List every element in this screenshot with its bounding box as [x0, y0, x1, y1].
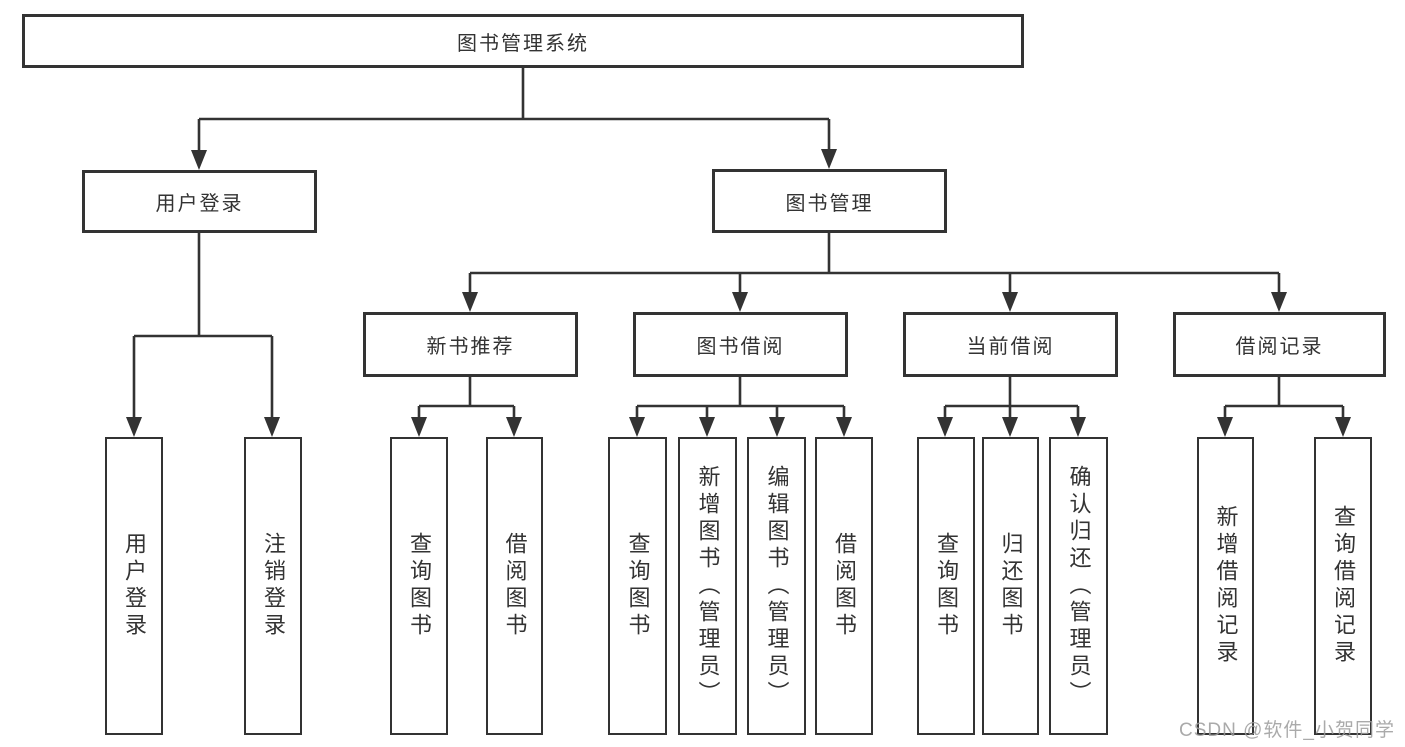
node-label: 图书管理系统 [457, 32, 589, 55]
leaf-borrow-books-recommend: 借阅图书 [486, 437, 543, 735]
node-current-borrowing: 当前借阅 [903, 312, 1118, 377]
leaf-query-borrow-record: 查询借阅记录 [1314, 437, 1372, 735]
leaf-label: 新增图书（管理员） [695, 464, 721, 708]
leaf-label: 新增借阅记录 [1213, 505, 1239, 667]
leaf-label: 查询图书 [407, 532, 432, 640]
leaf-logout: 注销登录 [244, 437, 302, 735]
leaf-user-login: 用户登录 [105, 437, 163, 735]
node-label: 借阅记录 [1235, 336, 1324, 358]
leaf-label: 借阅图书 [502, 532, 528, 640]
leaf-label: 确认归还（管理员） [1066, 464, 1092, 708]
leaf-query-books-current: 查询图书 [917, 437, 975, 735]
node-label: 用户登录 [155, 193, 244, 215]
leaf-label: 查询图书 [625, 532, 651, 640]
leaf-label: 查询图书 [934, 532, 959, 640]
leaf-label: 用户登录 [122, 532, 147, 640]
leaf-add-books-admin: 新增图书（管理员） [678, 437, 737, 735]
node-label: 图书借阅 [696, 336, 785, 358]
leaf-edit-books-admin: 编辑图书（管理员） [747, 437, 806, 735]
node-new-book-recommendation: 新书推荐 [363, 312, 578, 377]
node-book-borrowing: 图书借阅 [633, 312, 848, 377]
node-label: 当前借阅 [966, 336, 1055, 358]
node-label: 新书推荐 [426, 336, 515, 358]
leaf-label: 编辑图书（管理员） [764, 464, 790, 708]
leaf-label: 查询借阅记录 [1331, 505, 1356, 667]
node-book-management: 图书管理 [712, 169, 947, 233]
leaf-label: 注销登录 [261, 532, 286, 640]
node-label: 图书管理 [785, 192, 874, 215]
node-borrowing-records: 借阅记录 [1173, 312, 1386, 377]
leaf-query-books-recommend: 查询图书 [390, 437, 448, 735]
leaf-label: 归还图书 [998, 532, 1024, 640]
leaf-borrow-books: 借阅图书 [815, 437, 873, 735]
leaf-confirm-return-admin: 确认归还（管理员） [1049, 437, 1108, 735]
leaf-query-books-borrow: 查询图书 [608, 437, 667, 735]
leaf-add-borrow-record: 新增借阅记录 [1197, 437, 1254, 735]
node-library-management-system: 图书管理系统 [22, 14, 1024, 68]
node-user-login: 用户登录 [82, 170, 317, 233]
leaf-label: 借阅图书 [832, 532, 857, 640]
leaf-return-books: 归还图书 [982, 437, 1039, 735]
